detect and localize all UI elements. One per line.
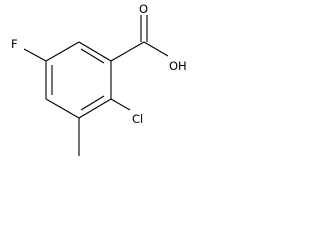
bond-ring-to-fluorine xyxy=(23,48,47,62)
ring-bond xyxy=(78,98,112,119)
atom-label-carbonyl-oxygen: O xyxy=(139,2,148,16)
atom-label-fluorine: F xyxy=(11,37,18,51)
ring-bond xyxy=(45,98,80,119)
ring-bond xyxy=(78,41,112,62)
bond-ring-to-carboxyl xyxy=(110,41,145,62)
chemical-structure-diagram: F O OH Cl xyxy=(11,2,187,156)
ring-bond xyxy=(45,41,80,62)
bond-ring-to-chlorine xyxy=(110,98,131,111)
atom-label-chlorine: Cl xyxy=(132,112,143,126)
bond-carboxyl-oh xyxy=(143,41,169,57)
ring-double-bond xyxy=(80,48,105,64)
ring-double-bond xyxy=(80,95,105,111)
atom-label-hydroxyl: OH xyxy=(169,59,187,73)
